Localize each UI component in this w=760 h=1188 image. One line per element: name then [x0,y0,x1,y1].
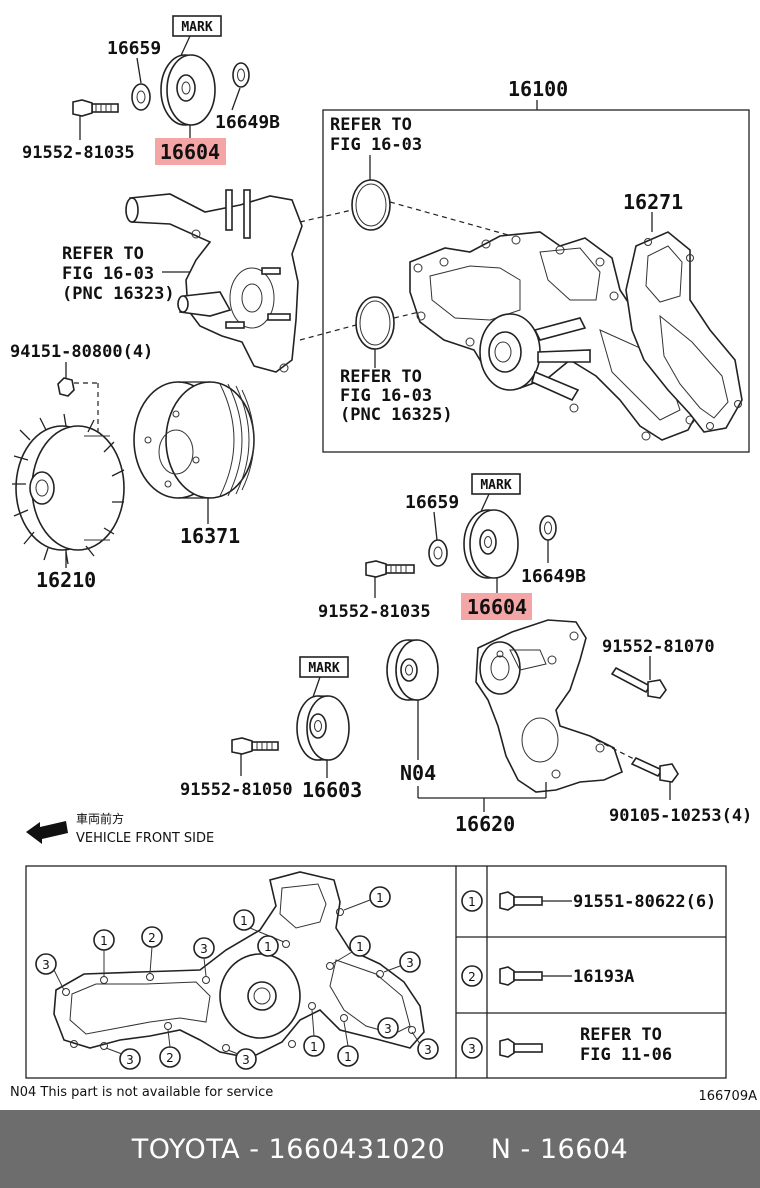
bolt-91552-81035-mid[interactable] [365,560,415,578]
fan-clutch-16210[interactable] [12,413,125,565]
plate-16659-mid[interactable] [428,539,448,567]
svg-text:1: 1 [100,934,108,948]
svg-text:1: 1 [344,1050,352,1064]
legend-row-3: 3 REFER TO FIG 11-06 [461,1025,672,1065]
cover-16649b-top[interactable] [232,62,250,88]
nut-94151-80800[interactable] [57,377,75,397]
cover-16649b-mid[interactable] [539,515,557,541]
refer-c-line3: (PNC 16325) [340,405,453,425]
legend-row-2: 2 16193A [461,965,634,987]
highlight-16604-mid [461,593,532,620]
footer-part-info: TOYOTA - 1660431020 N - 16604 [131,1133,629,1165]
footer-bar: TOYOTA - 1660431020 N - 16604 [0,1110,760,1188]
mark-label-mid: MARK [480,478,511,493]
tensioner-bracket[interactable] [475,619,623,793]
gasket-16271[interactable] [625,231,743,433]
label-16271[interactable]: 16271 [623,190,683,214]
refer-c-line1: REFER TO [340,367,422,387]
bolt-90105-10253[interactable] [630,756,679,783]
label-16659-top: 16659 [107,38,161,59]
svg-text:2: 2 [166,1051,174,1065]
front-side-jp: 車両前方 [76,811,124,826]
svg-text:3: 3 [200,942,208,956]
water-inlet-housing[interactable] [125,189,303,373]
idler-pulley-16603[interactable] [296,695,350,761]
mark-label-top: MARK [181,20,212,35]
idler-pulley-group-top: MARK 16659 16649B 91552- [22,15,280,165]
idler-pulley-group-mid: MARK 16659 16649B 91552-81035 16604 [318,473,586,622]
label-bolt-91552-81035-top: 91552-81035 [22,143,135,163]
refer-a-line2: FIG 16-03 [330,135,422,155]
svg-text:3: 3 [406,956,414,970]
refer-b-line3: (PNC 16323) [62,284,175,304]
gasket-layout-detail [53,871,425,1059]
svg-text:1: 1 [356,940,364,954]
label-bolt-91552-81070[interactable]: 91552-81070 [602,637,715,657]
label-16604-top[interactable]: 16604 [160,140,220,164]
bolt-91552-81050[interactable] [231,737,279,755]
svg-text:3: 3 [242,1053,250,1067]
plate-16659-top[interactable] [131,83,151,111]
svg-text:3: 3 [42,958,50,972]
service-note: N04 This part is not available for servi… [10,1085,273,1100]
label-bolt-94151[interactable]: 94151-80800(4) [10,342,153,362]
legend-stud-16193a[interactable]: 16193A [573,967,634,987]
refer-a-line1: REFER TO [330,115,412,135]
label-bolt-90105[interactable]: 90105-10253(4) [609,806,752,826]
label-n04[interactable]: N04 [400,761,436,785]
legend-refer-line2: FIG 11-06 [580,1045,672,1065]
label-16620[interactable]: 16620 [455,812,515,836]
figure-number: 166709A [698,1089,757,1104]
assembly-box-16100 [322,109,750,453]
svg-text:1: 1 [468,895,476,909]
svg-text:3: 3 [468,1042,476,1056]
svg-text:1: 1 [376,891,384,905]
label-16603[interactable]: 16603 [302,778,362,802]
svg-text:1: 1 [264,940,272,954]
label-16649b-mid: 16649B [521,566,586,587]
o-ring-lower[interactable] [355,296,395,350]
water-pump-assembly-16100: 16100 REFER TO FIG 16-03 REFER TO FIG 16… [299,77,750,453]
label-16371[interactable]: 16371 [180,524,240,548]
bolt-91552-81035-top[interactable] [72,99,119,117]
highlight-16604-top [155,138,226,165]
label-bolt-91552-81035-mid: 91552-81035 [318,602,431,622]
idler-pulley-16604-mid[interactable] [463,509,519,579]
label-16649b-top: 16649B [215,112,280,133]
vehicle-front-arrow-icon [26,821,68,844]
refer-b-line1: REFER TO [62,244,144,264]
legend-refer-line1: REFER TO [580,1025,662,1045]
water-pump-body[interactable] [409,231,701,441]
label-16604-mid[interactable]: 16604 [467,595,527,619]
idler-pulley-16604-top[interactable] [160,54,216,126]
legend-row-1: 1 91551-80622(6) [461,890,716,912]
svg-text:3: 3 [424,1043,432,1057]
svg-text:2: 2 [468,970,476,984]
front-side-en: VEHICLE FRONT SIDE [76,831,214,846]
detail-frame [25,865,727,1079]
legend-bolt-91551[interactable]: 91551-80622(6) [573,892,716,912]
bolt-91552-81070[interactable] [610,666,667,699]
svg-text:3: 3 [384,1022,392,1036]
refer-c-line2: FIG 16-03 [340,386,432,406]
svg-text:1: 1 [240,914,248,928]
label-16210[interactable]: 16210 [36,568,96,592]
refer-b-line2: FIG 16-03 [62,264,154,284]
fan-pulley-16371[interactable] [133,381,255,499]
label-bolt-91552-81050[interactable]: 91552-81050 [180,780,293,800]
gasket-callouts: 3 1 2 3 1 1 1 1 3 3 3 1 1 3 2 3 [35,886,439,1070]
label-16659-mid: 16659 [405,492,459,513]
label-16100[interactable]: 16100 [508,77,568,101]
parts-diagram: MARK 16659 16649B 91552- [10,15,757,1104]
mark-label-low: MARK [308,661,339,676]
svg-text:2: 2 [148,931,156,945]
svg-text:3: 3 [126,1053,134,1067]
tensioner-pulley-n04[interactable] [386,639,439,701]
o-ring-upper[interactable] [351,179,391,231]
svg-text:1: 1 [310,1040,318,1054]
